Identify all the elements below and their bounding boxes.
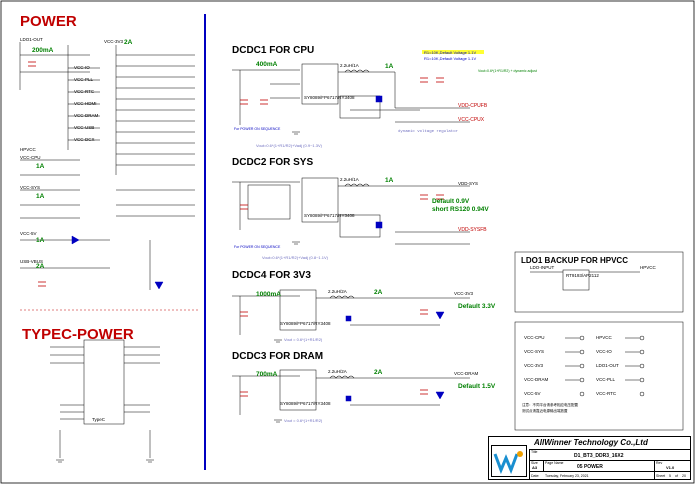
cpu-feedback-note-2: R1=10K,Default Voltage 1.1V (424, 56, 477, 61)
cpu-inductor: 2.2uH/1A (340, 63, 359, 68)
typec-power-title: TYPEC-POWER (22, 326, 134, 343)
typec-ic-label: TypeC (92, 417, 106, 422)
sys-default-voltage: Default 0.9V (432, 198, 470, 205)
allwinner-logo (491, 445, 527, 477)
net-vcc-dram: VCC-DRAM (74, 113, 99, 118)
dcdc1-title: DCDC1 FOR CPU (232, 45, 315, 56)
sys-vout-formula: Vout=0.6*(1+R1/R2)+Vadj (0.8~1.1V) (262, 255, 328, 260)
sheet-number: 5 (669, 474, 671, 478)
of-label: of (675, 474, 678, 478)
net-3v3-out: VCC-3V3 (454, 291, 474, 296)
v33-vout-formula: Vout = 0.6*(1+R1/R2) (284, 337, 323, 342)
testpoint-label-7: VCC-IO (596, 349, 612, 354)
testpoint-label-8: LDO1-OUT (596, 363, 619, 368)
dram-vout-formula: Vout = 0.6*(1+R1/R2) (284, 418, 323, 423)
net-vcc-5v: VCC-5V (20, 231, 37, 236)
testpoint-label-1: VCC-CPU (524, 335, 545, 340)
net-cpufb: VDD-CPUFB (458, 103, 488, 109)
net-vcc-rtc: VCC-RTC (74, 89, 95, 94)
ldo1-title: LDO1 BACKUP FOR HPVCC (521, 256, 628, 265)
net-hpvcc-out: HPVCC (640, 265, 656, 270)
sys-inductor: 2.2uH/1A (340, 177, 359, 182)
dcdc2-title: DCDC2 FOR SYS (232, 157, 314, 168)
cpu-regulator-ic: SY8089/FP6717/RY3408 (304, 95, 355, 100)
revision: V1.0 (666, 465, 675, 470)
date-value: Tuesday, February 23, 2021 (545, 474, 589, 478)
net-vcc-3v3: VCC-3V3 (104, 39, 124, 44)
size-label: Size (531, 461, 538, 465)
net-vcc-hdmi: VCC-HDMI (74, 101, 97, 106)
testpoint-note: 测试点请靠近电源输出端放置 (522, 409, 568, 413)
date-label: Date: (531, 474, 540, 478)
net-hpvcc: HPVCC (20, 147, 36, 152)
sys-current: 2A (124, 39, 133, 46)
v33-regulator-ic: SY8089/FP6717/RY3408 (280, 321, 331, 326)
project-title: D1_BT3_DDR3_16X2 (574, 453, 624, 459)
dram-input-current: 700mA (256, 371, 278, 378)
net-cpux: VCC-CPUX (458, 117, 485, 123)
testpoint-label-5: VCC-5V (524, 391, 541, 396)
testpoint-label-6: HPVCC (596, 335, 612, 340)
cpu-feedback-note-3: Vout=0.6*(1+R1/R2) + dynamic adjust (478, 69, 537, 73)
dynamic-regulator-note: dynamic voltage regulator (398, 130, 459, 134)
sys-sequence-note: For POWER ON SEQUENCE (234, 245, 281, 249)
testpoint-label-10: VCC-RTC (596, 391, 617, 396)
dram-output-current: 2A (374, 369, 383, 376)
dram-regulator-ic: SY8089/FP6717/RY3408 (280, 401, 331, 406)
net-dram-out: VCC-DRAM (454, 371, 479, 376)
net-vcc-dcx: VCC-DCX (74, 137, 95, 142)
net-ldo-out: LDO1-OUT (20, 37, 43, 42)
usb-current: 2A (36, 263, 45, 270)
page-name-label: Page Name (545, 461, 564, 465)
diode-current: 1A (36, 237, 45, 244)
cpu-sequence-note: For POWER ON SEQUENCE (234, 127, 281, 131)
logo-icon (493, 451, 523, 475)
testpoint-label-4: VCC-DRAM (524, 377, 549, 382)
cpu-vout-formula: Vout=0.6*(1+R1/R2)+Vadj (0.9~1.3V) (256, 143, 322, 148)
cpu-output-current: 1A (385, 63, 394, 70)
net-vcc-pll: VCC-PLL (74, 77, 94, 82)
cpu-feedback-note-1: R1=10K,Default Voltage 1.1V (424, 50, 477, 55)
cpu-current-a: 1A (36, 163, 45, 170)
sheet-size: A3 (532, 465, 538, 470)
platform-note: 注意：不同平台请参考相应电压配置 (522, 403, 578, 407)
net-vcc-io: VCC-IO (74, 65, 90, 70)
title-label: Title (531, 450, 538, 454)
ldo-ic: RT9193/AP2112 (566, 273, 599, 278)
ldo-current: 200mA (32, 47, 54, 54)
net-sysfb: VDD-SYSFB (458, 227, 487, 233)
net-usb-vbus: USB-VBUS (20, 259, 44, 264)
dram-inductor: 2.2uH/2A (328, 369, 347, 374)
net-vcc-cpu: VCC-CPU (20, 155, 41, 160)
testpoint-label-2: VCC-SYS (524, 349, 545, 354)
power-title: POWER (20, 13, 77, 30)
rev-label: Rev (656, 461, 663, 465)
net-ldo-input: LDO-INPUT (530, 265, 555, 270)
sys-short-voltage: short RS120 0.94V (432, 206, 489, 213)
v33-output-current: 2A (374, 289, 383, 296)
dcdc4-title: DCDC4 FOR 3V3 (232, 270, 311, 281)
sys-output-current: 1A (385, 177, 394, 184)
dcdc3-title: DCDC3 FOR DRAM (232, 351, 324, 362)
title-block: AllWinner Technology Co.,Ltd Title D1_BT… (488, 436, 691, 480)
sheet-total: 20 (682, 474, 686, 478)
net-vdd-sys: VDD-SYS (458, 181, 479, 186)
cpu-input-current: 400mA (256, 61, 278, 68)
sys-regulator-ic: SY8089/FP6717/RY3408 (304, 213, 355, 218)
v33-input-current: 1000mA (256, 291, 281, 298)
cpu-current-b: 1A (36, 193, 45, 200)
v33-default-voltage: Default 3.3V (458, 303, 496, 310)
net-vcc-sys: VCC-SYS (20, 185, 41, 190)
v33-inductor: 2.2uH/2A (328, 289, 347, 294)
company-name: AllWinner Technology Co.,Ltd (534, 438, 648, 447)
testpoint-label-9: VCC-PLL (596, 377, 616, 382)
net-vcc-usb: VCC-USB (74, 125, 95, 130)
sheet-label: Sheet (656, 474, 666, 478)
dram-default-voltage: Default 1.5V (458, 383, 496, 390)
page-name: 05 POWER (577, 464, 603, 470)
testpoint-label-3: VCC-3V3 (524, 363, 544, 368)
